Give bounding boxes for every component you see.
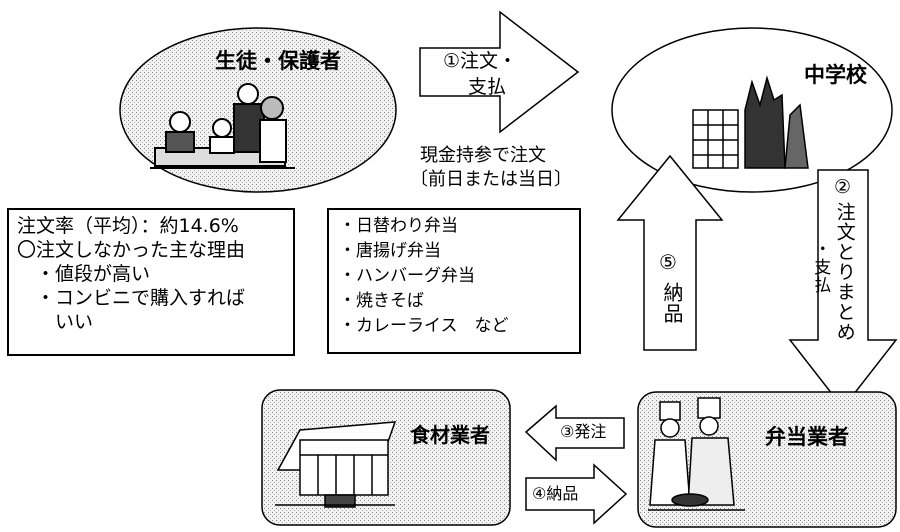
cash-note-line-1: 現金持参で注文 — [420, 145, 546, 166]
order-stats-box: 注文率（平均）：約14.6% 〇注文しなかった主な理由 ・値段が高い ・コンビニ… — [7, 208, 295, 356]
compile-sub-label: ・支払 — [810, 240, 831, 294]
family-illustration — [150, 83, 295, 169]
menu-item: ・ハンバーグ弁当 — [339, 266, 475, 286]
menu-item: ・日替わり弁当 — [339, 216, 458, 236]
deliver-to-vendor-arrow — [525, 463, 628, 525]
students-label: 生徒・保護者 — [215, 49, 341, 73]
deliver-5-label: 納品 — [660, 282, 684, 324]
menu-box: ・日替わり弁当 ・唐揚げ弁当 ・ハンバーグ弁当 ・焼きそば ・カレーライス など — [327, 208, 581, 354]
deliver-4-label: ④納品 — [532, 484, 579, 503]
menu-item: ・唐揚げ弁当 — [339, 241, 441, 261]
reason-item: いい — [17, 311, 94, 333]
deliver-5-number: ⑤ — [659, 250, 677, 274]
compile-order-arrow — [788, 169, 898, 410]
place-order-label: ③発注 — [560, 422, 607, 441]
food-supplier-label: 食材業者 — [410, 423, 490, 447]
school-label: 中学校 — [804, 63, 867, 87]
order-rate: 注文率（平均）：約14.6% — [17, 215, 239, 237]
cash-note-line-2: 〔前日または当日〕 — [410, 169, 572, 190]
compile-label: 注文とりまとめ — [833, 202, 856, 342]
reasons-heading: 〇注文しなかった主な理由 — [17, 239, 246, 261]
order-pay-label: ①注文・ — [443, 50, 518, 72]
bento-vendor-label: 弁当業者 — [765, 425, 849, 449]
menu-item: ・カレーライス など — [339, 316, 509, 336]
supplier-illustration — [275, 421, 397, 508]
order-pay-sub-label: 支払 — [468, 76, 507, 98]
reason-item: ・値段が高い — [17, 263, 151, 285]
place-order-arrow — [524, 404, 625, 462]
reason-item: ・コンビニで購入すれば — [17, 287, 246, 309]
menu-item: ・焼きそば — [339, 291, 424, 311]
school-illustration — [692, 75, 809, 169]
order-pay-arrow — [419, 10, 580, 134]
compile-number: ② — [834, 176, 852, 198]
deliver-to-school-arrow — [616, 154, 724, 351]
chef-illustration — [648, 397, 745, 511]
